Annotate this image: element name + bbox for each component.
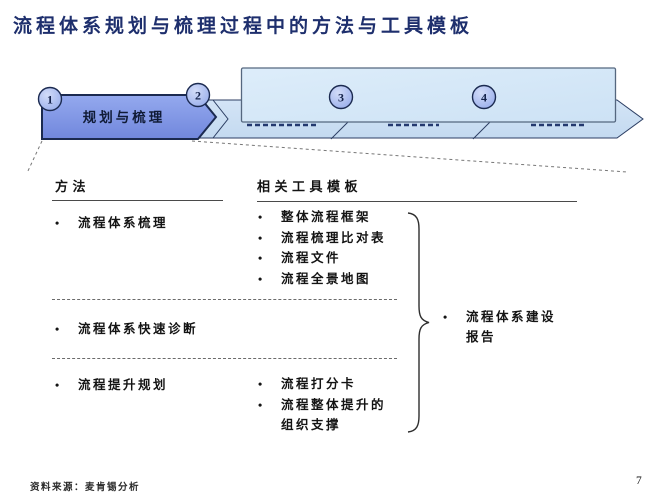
svg-text:1: 1 [47,93,53,107]
bullet-icon: • [258,377,263,391]
step-circle-1: 1 [37,86,63,112]
methods-header: 方法 [55,179,91,194]
bullet-icon: • [258,230,263,245]
page-title: 流程体系规划与梳理过程中的方法与工具模板 [13,16,474,37]
tools-list-3: • 流程打分卡 • 流程整体提升的 组织支撑 [258,374,386,436]
bullet-icon: • [258,251,263,265]
tool-item: • 流程梳理比对表 [258,228,386,249]
tool-item: • 整体流程框架 [258,207,386,228]
page-number: 7 [636,475,642,487]
row-separator-2 [52,358,397,359]
source-note: 资料来源：麦肯锡分析 [30,483,141,493]
tool-item: • 流程打分卡 [258,374,386,395]
methods-underline [52,200,223,201]
overlay-box [240,67,617,123]
curly-brace [407,212,430,433]
method-item-3: • 流程提升规划 [55,378,169,392]
tool-item: • 流程整体提升的 组织支撑 [258,395,386,436]
bullet-icon: • [258,271,263,286]
step-circle-2: 2 [185,82,211,108]
stage-separator-2 [330,121,349,140]
bullet-icon: • [443,310,448,324]
svg-text:2: 2 [195,89,201,103]
method-item-1: • 流程体系梳理 [55,216,169,230]
summary-item: • 流程体系建设 报告 [443,307,583,347]
callout-guide-right [191,140,628,173]
bullet-icon: • [55,216,60,230]
row-separator-1 [52,299,397,300]
bullet-icon: • [55,322,60,336]
stage1-label: 规划与梳理 [83,109,166,125]
stage-separator-1 [212,99,229,139]
tools-list-1: • 整体流程框架 • 流程梳理比对表 • 流程文件 • 流程全景地图 [258,207,386,289]
step-circle-4: 4 [471,84,497,110]
bullet-icon: • [258,397,263,412]
tool-item: • 流程文件 [258,248,386,269]
stage1-arrow [41,94,218,140]
stage-separator-3 [472,121,491,140]
tool-item: • 流程全景地图 [258,269,386,290]
bullet-icon: • [258,210,263,224]
step-circle-3: 3 [328,84,354,110]
svg-text:4: 4 [481,91,487,105]
bullet-icon: • [55,378,60,392]
svg-text:3: 3 [338,91,344,105]
tools-header: 相关工具模板 [257,179,363,194]
callout-guide-left [26,140,43,174]
tools-underline [257,201,577,202]
method-item-2: • 流程体系快速诊断 [55,322,199,336]
